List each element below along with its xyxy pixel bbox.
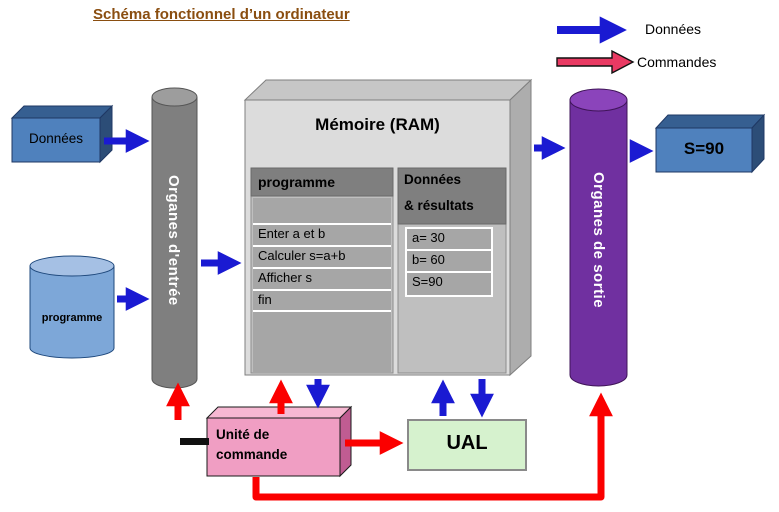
- page-title: Schéma fonctionnel d’un ordinateur: [93, 6, 350, 23]
- ram-programme-header: programme: [258, 174, 336, 190]
- black-connector: [180, 438, 209, 445]
- donnees-box: [10, 104, 114, 164]
- programme-cylinder-label: programme: [41, 312, 103, 324]
- program-row: fin: [258, 292, 272, 307]
- legend-commandes-label: Commandes: [637, 54, 717, 70]
- ram-programme-panel: [250, 167, 394, 374]
- s90-box: [654, 113, 766, 174]
- program-row: Afficher s: [258, 270, 312, 285]
- result-row: S=90: [412, 274, 443, 289]
- ram-title: Mémoire (RAM): [315, 115, 440, 134]
- s90-label: S=90: [683, 139, 725, 158]
- programme-cylinder: [29, 255, 115, 359]
- organes-sortie-cylinder: [569, 88, 628, 387]
- organes-entree-label: Organes d'entrée: [165, 174, 182, 306]
- organes-sortie-label: Organes de sortie: [590, 171, 607, 309]
- result-row: a= 30: [412, 230, 445, 245]
- ual-box: [407, 419, 527, 471]
- ual-label: UAL: [446, 432, 488, 454]
- legend-commandes-arrow: [556, 49, 635, 75]
- program-row: Calculer s=a+b: [258, 248, 346, 263]
- ram-results-header-line2: & résultats: [404, 198, 474, 213]
- unite-commande-label: Unité de commande: [216, 427, 288, 462]
- legend-donnees-label: Données: [645, 21, 702, 37]
- arrow-uc-to-sortie: [252, 392, 613, 501]
- donnees-box-label: Données: [28, 131, 84, 146]
- program-row: Enter a et b: [258, 226, 326, 241]
- result-row: b= 60: [412, 252, 445, 267]
- ram-results-header-line1: Données: [404, 172, 462, 187]
- ram-results-panel: [397, 167, 507, 374]
- organes-entree-cylinder: [151, 87, 198, 389]
